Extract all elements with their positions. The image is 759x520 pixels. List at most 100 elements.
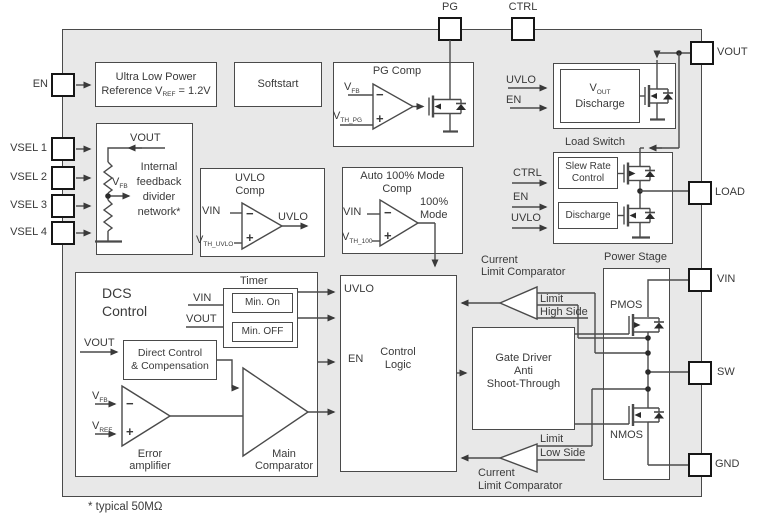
block-reference [95, 62, 217, 107]
block-slew-rate-control [558, 157, 618, 189]
timer-in-vin: VIN [193, 292, 212, 304]
vout-discharge-in-uvlo: UVLO [506, 74, 536, 86]
direct-control-line1: Direct Control [137, 347, 203, 359]
uvlo-comp-vin: VIN [202, 205, 221, 217]
pin-vout [690, 41, 714, 65]
auto-mode-title1: Auto 100% Mode [360, 170, 445, 182]
timer-title: Timer [240, 275, 268, 287]
load-switch-title: Load Switch [565, 136, 625, 148]
block-min-on [232, 293, 293, 313]
uvlo-comp-plus: + [246, 230, 254, 245]
dcs-in-vout: VOUT [84, 337, 115, 349]
reference-line2: Reference VREF = 1.2V [101, 84, 211, 99]
reference-line1: Ultra Low Power [115, 70, 197, 83]
pin-label-pg: PG [442, 1, 458, 13]
feedback-vfb: VFB [112, 176, 128, 190]
auto-mode-out1: 100% [420, 196, 449, 208]
pin-vsel2 [51, 166, 75, 190]
auto-mode-title2: Comp [382, 183, 412, 195]
pmos-label: PMOS [610, 299, 643, 311]
pin-label-vout: VOUT [717, 46, 748, 58]
pin-label-vsel2: VSEL 2 [10, 171, 47, 183]
dcs-title1: DCS [102, 285, 132, 301]
timer-in-vout: VOUT [186, 313, 217, 325]
clc-top-high-side: High Side [540, 306, 588, 318]
control-logic-in-en: EN [348, 353, 364, 365]
pin-vsel3 [51, 194, 75, 218]
ea-minus: − [126, 396, 134, 411]
load-switch-in-en: EN [513, 191, 529, 203]
pin-label-vsel1: VSEL 1 [10, 142, 47, 154]
ls-discharge-label: Discharge [565, 209, 611, 221]
vout-discharge-in-en: EN [506, 94, 522, 106]
min-off-label: Min. OFF [241, 326, 284, 337]
auto-mode-vth: VTH_100 [342, 231, 373, 245]
auto-mode-minus: − [384, 205, 392, 220]
pin-label-sw: SW [717, 366, 735, 378]
clc-top-label2: Limit Comparator [481, 266, 566, 278]
footnote: * typical 50MΩ [88, 501, 163, 513]
uvlo-comp-vth: VTH_UVLO [196, 234, 234, 248]
pin-label-en: EN [32, 78, 48, 90]
block-min-off [232, 322, 293, 342]
nmos-label: NMOS [610, 429, 643, 441]
pin-gnd [688, 453, 712, 477]
slew-rate-line1: Slew Rate [565, 161, 611, 172]
feedback-vout: VOUT [130, 132, 161, 144]
pg-comp-title: PG Comp [372, 65, 422, 77]
clc-top-limit: Limit [540, 293, 564, 305]
control-logic-in-uvlo: UVLO [344, 283, 374, 295]
pin-sw [688, 361, 712, 385]
direct-control-line2: & Compensation [131, 360, 209, 372]
pin-load [688, 181, 712, 205]
pg-comp-vfb: VFB [344, 81, 360, 95]
softstart-label: Softstart [257, 78, 299, 90]
clc-bottom-limit: Limit [540, 433, 564, 445]
vout-discharge-v: VOUT [589, 82, 611, 96]
pg-comp-plus: + [376, 111, 384, 126]
power-stage-title: Power Stage [604, 251, 667, 263]
pin-label-gnd: GND [715, 458, 740, 470]
auto-mode-vin: VIN [343, 206, 362, 218]
pin-pg [438, 17, 462, 41]
pin-label-ctrl: CTRL [508, 1, 538, 13]
pin-en [51, 73, 75, 97]
clc-bottom-low-side: Low Side [540, 447, 586, 459]
load-switch-in-uvlo: UVLO [511, 212, 541, 224]
auto-mode-out2: Mode [420, 209, 448, 221]
clc-bottom-label1: Current [478, 467, 515, 479]
block-direct-control [123, 340, 217, 380]
pin-vsel1 [51, 137, 75, 161]
load-switch-in-ctrl: CTRL [513, 167, 542, 179]
pin-vsel4 [51, 221, 75, 245]
uvlo-comp-out: UVLO [278, 211, 308, 223]
block-softstart [234, 62, 322, 107]
clc-bottom-label2: Limit Comparator [478, 480, 563, 492]
min-on-label: Min. On [244, 297, 280, 308]
pin-vin [688, 268, 712, 292]
block-vout-discharge [560, 69, 640, 123]
pin-label-vsel3: VSEL 3 [10, 199, 47, 211]
pg-comp-vth: VTH_PG [333, 110, 363, 124]
ea-in-vfb: VFB [92, 390, 108, 404]
pg-comp-minus: − [376, 87, 384, 102]
auto-mode-plus: + [384, 228, 392, 243]
slew-rate-line2: Control [571, 173, 605, 184]
pin-label-vin: VIN [717, 273, 736, 285]
ea-plus: + [126, 424, 134, 439]
block-control-logic [340, 275, 457, 472]
clc-top-label1: Current [481, 254, 518, 266]
block-ls-discharge [558, 202, 618, 229]
pin-label-vsel4: VSEL 4 [10, 226, 47, 238]
uvlo-comp-minus: − [246, 206, 254, 221]
ea-in-vref: VREF [92, 420, 113, 434]
vout-discharge-name: Discharge [575, 98, 625, 110]
dcs-title2: Control [102, 303, 148, 319]
pin-ctrl [511, 17, 535, 41]
